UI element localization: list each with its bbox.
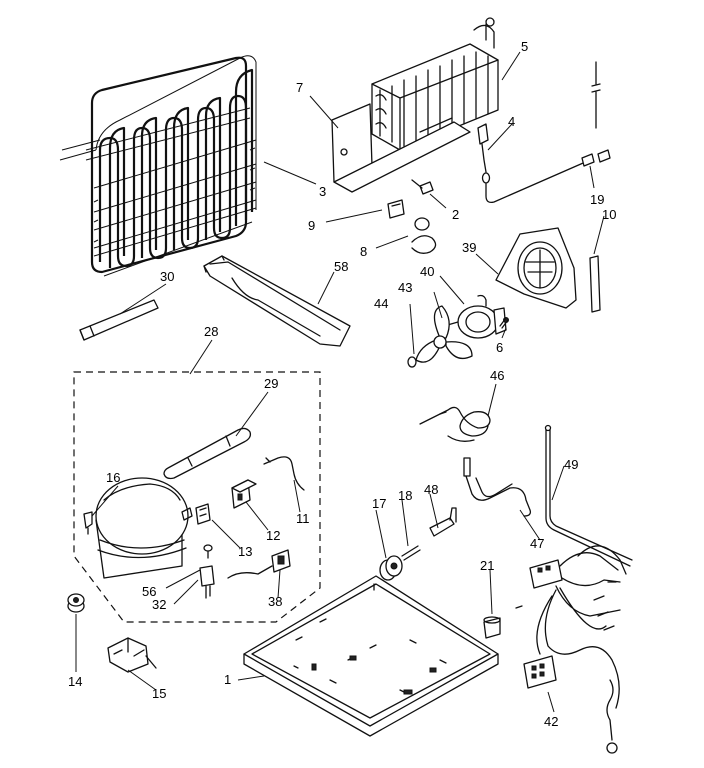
- callout-48: 48: [424, 482, 438, 497]
- fan-blade-43: [415, 305, 473, 363]
- grommet-14: [67, 593, 85, 613]
- screw-56: [203, 544, 213, 559]
- callout-30: 30: [160, 269, 174, 284]
- defrost-thermostat: [477, 123, 591, 204]
- fan-shroud: [495, 227, 577, 309]
- clip-9: [387, 199, 405, 219]
- grommet-17: [379, 555, 403, 581]
- callout-42: 42: [544, 714, 558, 729]
- wire-lead: [581, 61, 611, 167]
- callout-39: 39: [462, 240, 476, 255]
- callout-14: 14: [68, 674, 82, 689]
- defrost-heater-assembly: [331, 17, 499, 193]
- callout-19: 19: [590, 192, 604, 207]
- grommet-8: [411, 217, 437, 254]
- base-plate: [243, 575, 499, 737]
- callout-21: 21: [480, 558, 494, 573]
- callout-6: 6: [496, 340, 503, 355]
- terminal-15: [107, 637, 157, 673]
- overload-13: [195, 503, 211, 525]
- drain-tube-30: [79, 299, 159, 341]
- relay-12: [231, 479, 257, 509]
- grommet-21: [483, 616, 501, 639]
- capacitor-32: [199, 565, 215, 599]
- callout-28: 28: [204, 324, 218, 339]
- wiring-harness-42: [515, 545, 627, 754]
- callout-49: 49: [564, 457, 578, 472]
- drain-trough: [203, 255, 351, 347]
- callout-1: 1: [224, 672, 231, 687]
- callout-4: 4: [508, 114, 515, 129]
- process-tube-29: [163, 427, 252, 480]
- retainer-44: [407, 356, 417, 368]
- coiled-tube-46: [419, 406, 491, 442]
- callout-8: 8: [360, 244, 367, 259]
- evaporator-fan-motor: [443, 294, 509, 339]
- callout-17: 17: [372, 496, 386, 511]
- callout-40: 40: [420, 264, 434, 279]
- callout-16: 16: [106, 470, 120, 485]
- callout-2: 2: [452, 207, 459, 222]
- leader-lines: [75, 51, 605, 713]
- wire-11: [263, 456, 305, 491]
- compressor: [95, 477, 193, 579]
- part-48: [429, 507, 457, 537]
- callout-29: 29: [264, 376, 278, 391]
- callout-44: 44: [374, 296, 388, 311]
- callout-47: 47: [530, 536, 544, 551]
- callout-11: 11: [296, 511, 310, 526]
- callout-43: 43: [398, 280, 412, 295]
- callout-58: 58: [334, 259, 348, 274]
- callout-12: 12: [266, 528, 280, 543]
- callout-9: 9: [308, 218, 315, 233]
- callout-56: 56: [142, 584, 156, 599]
- callout-32: 32: [152, 597, 166, 612]
- callout-7: 7: [296, 80, 303, 95]
- callout-3: 3: [319, 184, 326, 199]
- callout-46: 46: [490, 368, 504, 383]
- tubing-47: [463, 457, 532, 517]
- callout-15: 15: [152, 686, 166, 701]
- screw-18: [401, 545, 421, 561]
- callout-18: 18: [398, 488, 412, 503]
- screw-16: [83, 511, 93, 535]
- screw-2: [411, 179, 434, 195]
- callout-labels: 5 7 4 3 19 2 10 9 39 8 58 40 30 43 44 28…: [68, 39, 616, 729]
- callout-10: 10: [602, 207, 616, 222]
- harness-38: [227, 549, 291, 579]
- evaporator-coil: [59, 55, 257, 277]
- tube-49: [544, 424, 633, 567]
- sleeve-tube-10: [589, 255, 601, 313]
- compressor-kit-boundary: [73, 371, 321, 623]
- callout-5: 5: [521, 39, 528, 54]
- screw-6: [499, 317, 509, 329]
- callout-38: 38: [268, 594, 282, 609]
- callout-13: 13: [238, 544, 252, 559]
